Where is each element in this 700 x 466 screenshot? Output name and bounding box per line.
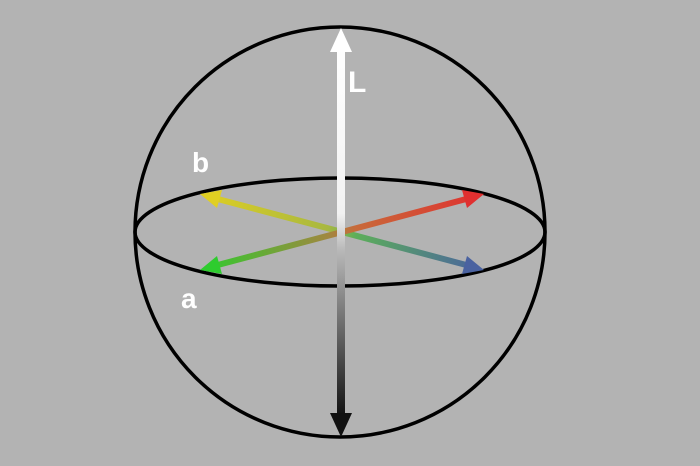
label-a: a: [181, 283, 197, 314]
l-axis-arrow: [330, 28, 352, 437]
b-arrowhead-yellow: [200, 190, 222, 208]
a-arrowhead-green: [200, 256, 222, 274]
label-L: L: [348, 66, 366, 99]
l-arrowhead-white: [330, 28, 352, 52]
b-arrowhead-blue: [462, 256, 484, 274]
l-arrowhead-black: [330, 413, 352, 437]
label-b: b: [192, 147, 209, 178]
a-arrowhead-red: [462, 190, 484, 208]
